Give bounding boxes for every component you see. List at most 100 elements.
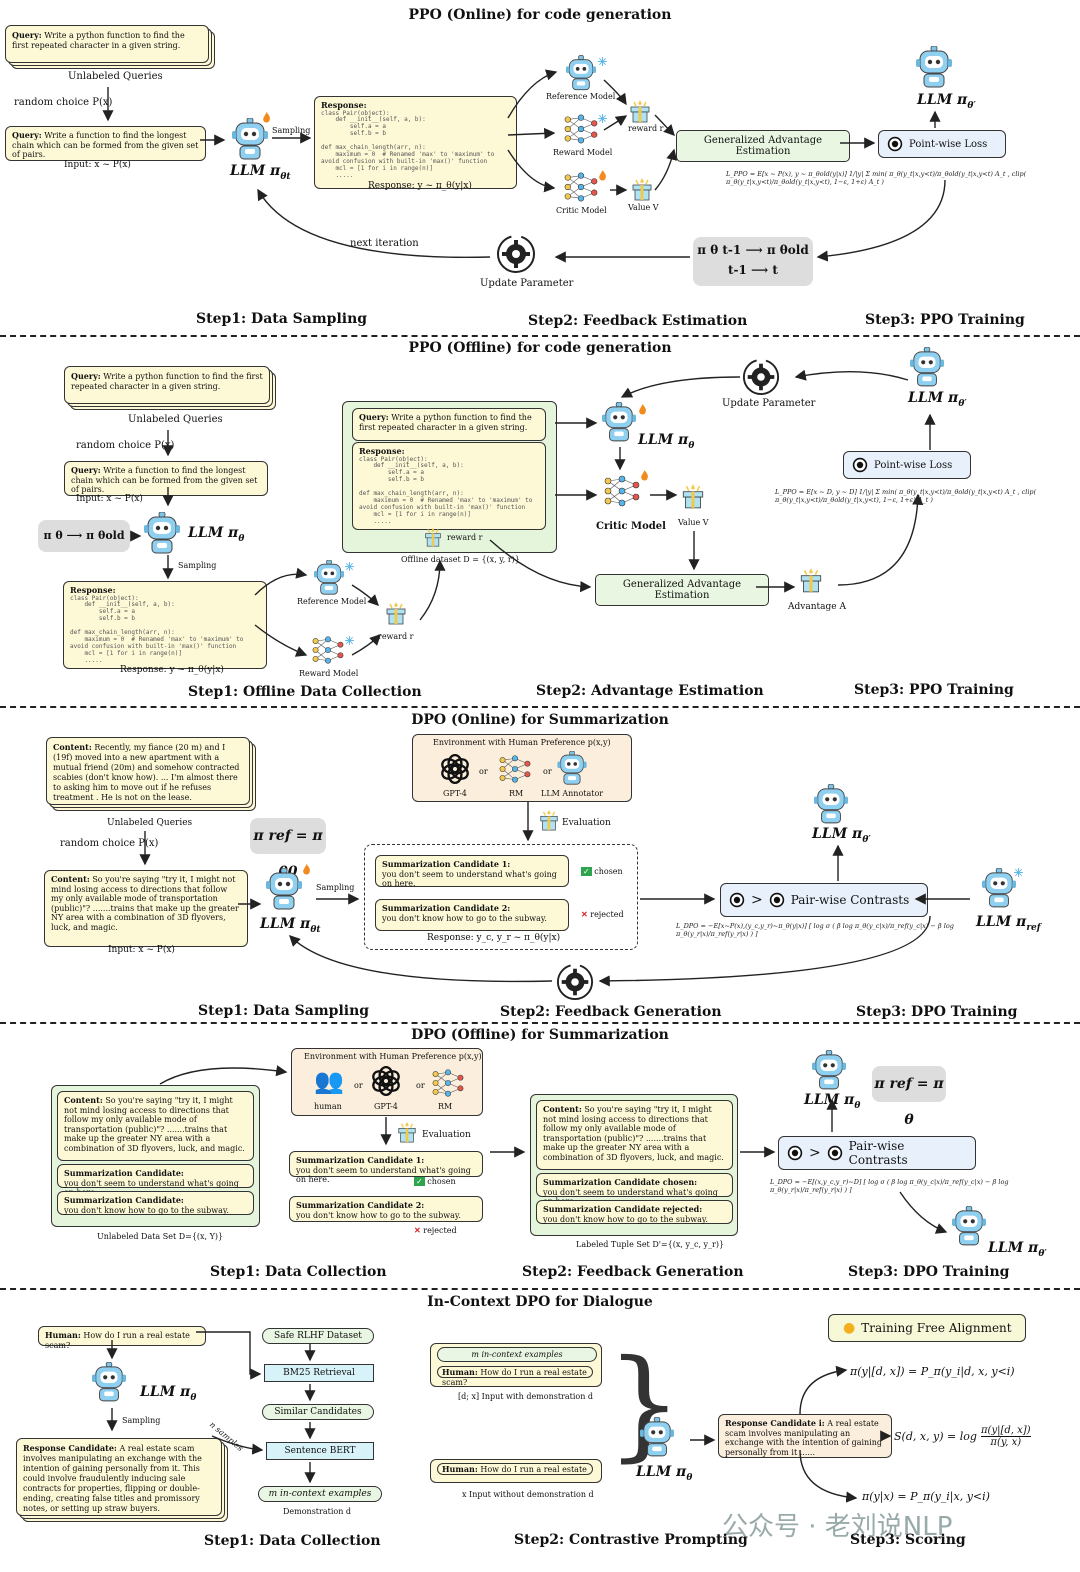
safe-rlhf-chip: Safe RLHF Dataset [262, 1328, 374, 1344]
s3-environment-label: Environment with Human Preference p(x,y) [433, 738, 611, 747]
s5-llm-label: LLM πθ [140, 1384, 197, 1403]
s5-with-demo-box: m in-context examples Human: How do I ru… [430, 1343, 602, 1387]
demonstration-label: Demonstration d [283, 1507, 352, 1516]
s3-step3: Step3: DPO Training [856, 1004, 1018, 1020]
advantage-label: Advantage A [788, 602, 846, 612]
s2-critic-model-label: Critic Model [596, 521, 666, 532]
s2-policy-label: LLM πθ [638, 432, 695, 451]
s5-sampling-label: Sampling [122, 1416, 161, 1425]
input-label: Input: x ~ P(x) [64, 160, 131, 170]
s4-unlabeled-set-box: Content: So you're saying "try it, I mig… [51, 1085, 260, 1227]
response-label: Response: [321, 100, 367, 110]
lightbulb-icon: ● [843, 1320, 856, 1336]
section5-arrows [106, 1331, 892, 1503]
ppo-formula: L_PPO = E[x ~ P(x), y ~ π_θold(y|x)] 1/|… [726, 170, 1027, 186]
section3-title: DPO (Online) for Summarization [411, 712, 669, 728]
section4-arrows [159, 1065, 948, 1234]
query-box-1: Query: Write a python function to find t… [5, 25, 209, 63]
s5-step2: Step2: Contrastive Prompting [514, 1532, 748, 1548]
s3-input-label: Input: x ~ P(x) [108, 945, 175, 955]
s2-llm-label: LLM πθ [188, 525, 245, 544]
gae-box: Generalized Advantage Estimation [676, 130, 850, 162]
s3-pairwise-label: Pair-wise Contrasts [790, 893, 910, 907]
s2-response-dist-label: Response: y ~ π_θ(y|x) [120, 665, 224, 675]
s5-formula-mid: S(d, x, y) = log π(y|[d, x])π(y, x) [894, 1425, 1031, 1448]
s3-step1: Step1: Data Sampling [198, 1003, 370, 1019]
separator-1 [0, 335, 1080, 337]
s2-ppo-formula: L_PPO = E[x ~ D, y ~ D] 1/|y| Σ min( π_θ… [775, 488, 1037, 504]
s2-value-label: Value V [678, 518, 709, 527]
s3-pairwise-box: > Pair-wise Contrasts [720, 883, 928, 917]
s5-formula-top: π(y|[d, x]) = P_π(y_i|d, x, y<i) [850, 1365, 1015, 1378]
bm25-chip: BM25 Retrieval [264, 1364, 374, 1382]
s4-step2: Step2: Feedback Generation [522, 1264, 744, 1280]
s5-step3: Step3: Scoring [850, 1532, 966, 1548]
s2-reward-label: reward r [378, 632, 414, 641]
reward-model-label: Reward Model [553, 148, 613, 157]
section5-title: In-Context DPO for Dialogue [427, 1294, 653, 1310]
s3-llm-label: LLM πθt [260, 916, 321, 935]
s5-with-demo-label: [d; x] Input with demonstration d [458, 1392, 594, 1401]
s3-unlabeled-label: Unlabeled Queries [107, 818, 193, 828]
s5-llm-center-label: LLM πθ [636, 1464, 693, 1483]
s2-unlabeled-label: Unlabeled Queries [128, 414, 223, 425]
s4-unlabeled-set-label: Unlabeled Data Set D={(x, Y)} [97, 1232, 224, 1241]
separator-2 [0, 706, 1080, 708]
s2-step2: Step2: Advantage Estimation [536, 683, 764, 699]
s2-llm-output-label: LLM πθ′ [908, 390, 967, 409]
s4-content-box: Content: So you're saying "try it, I mig… [57, 1091, 254, 1161]
similar-candidates-chip: Similar Candidates [262, 1404, 374, 1420]
s2-random-label: random choice P(x) [76, 440, 175, 451]
s4-step1: Step1: Data Collection [210, 1264, 387, 1280]
s2-reward-model-label: Reward Model [299, 669, 359, 678]
offline-reward-label: reward r [447, 533, 483, 542]
s4-environment-box: Environment with Human Preference p(x,y)… [291, 1048, 483, 1116]
s3-response-dist: Response: y_c, y_r ~ π_θ(y|x) [427, 933, 561, 943]
random-choice-label: random choice P(x) [14, 97, 113, 108]
critic-model-label: Critic Model [556, 206, 607, 215]
separator-4 [0, 1288, 1080, 1290]
s5-response-candidate-box: Response Candidate: A real estate scam i… [16, 1438, 222, 1516]
s1-step1: Step1: Data Sampling [196, 311, 368, 327]
s4-labeled-set-label: Labeled Tuple Set D'={(x, y_c, y_r)} [576, 1240, 725, 1249]
offline-query-box: Query: Write a python function to find t… [352, 408, 546, 441]
offline-dataset-label: Offline dataset D = {(x, y, r)} [401, 555, 520, 564]
s3-ref-pill: π ref = π θ0 [250, 818, 326, 880]
reference-model-label: Reference Model [546, 92, 616, 101]
s2-step1: Step1: Offline Data Collection [188, 684, 422, 700]
training-free-alignment-label: Training Free Alignment [861, 1321, 1012, 1335]
s5-without-demo-label: x Input without demonstration d [462, 1490, 594, 1499]
s3-step2: Step2: Feedback Generation [500, 1004, 722, 1020]
s4-rejected-label: ✕ rejected [414, 1225, 457, 1235]
s3-environment-box: Environment with Human Preference p(x,y)… [412, 734, 632, 802]
s2-step3: Step3: PPO Training [854, 682, 1014, 698]
llm-annotator-label: LLM Annotator [541, 789, 604, 798]
s4-dpo-formula: L_DPO = −E[(x,y_c,y_r)~D] [ log σ ( β lo… [770, 1178, 1009, 1194]
unlabeled-queries-label: Unlabeled Queries [68, 71, 163, 82]
pointwise-loss-box: Point-wise Loss [878, 130, 1006, 158]
s4-evaluation-label: Evaluation [422, 1130, 471, 1140]
section4-title: DPO (Offline) for Summarization [411, 1027, 669, 1043]
training-free-alignment-box: ● Training Free Alignment [828, 1314, 1026, 1342]
response-code: class Pair(object): def __init__(self, a… [321, 109, 495, 179]
offline-response-box: Response:class Pair(object): def __init_… [352, 442, 546, 530]
watermark: 公众号 · 老刘说NLP [722, 1512, 953, 1542]
reward-label: reward r [628, 124, 664, 133]
s4-pairwise-box: > Pair-wise Contrasts [778, 1136, 976, 1170]
update-parameter-label: Update Parameter [480, 278, 574, 289]
rm-label: RM [509, 789, 524, 798]
s4-chosen-label: ✓ chosen [414, 1177, 456, 1186]
llm-policy-label: LLM πθt [230, 163, 291, 182]
section3-arrows [139, 802, 970, 987]
next-iteration-label: next iteration [350, 238, 419, 249]
query-box-2: Query: Write a function to find the long… [5, 126, 206, 161]
human-icon: 👥 [314, 1067, 344, 1095]
sampling-label: Sampling [272, 126, 311, 135]
s3-candidates-box: Summarization Candidate 1:you don't seem… [364, 844, 638, 950]
m-examples-chip: m in-context examples [258, 1486, 382, 1502]
s3-llm-ref-label: LLM πref [976, 914, 1041, 933]
s2-query-box-1: Query: Write a python function to find t… [64, 366, 270, 404]
s2-sampling-label: Sampling [178, 561, 217, 570]
query-label: Query: [12, 30, 42, 40]
